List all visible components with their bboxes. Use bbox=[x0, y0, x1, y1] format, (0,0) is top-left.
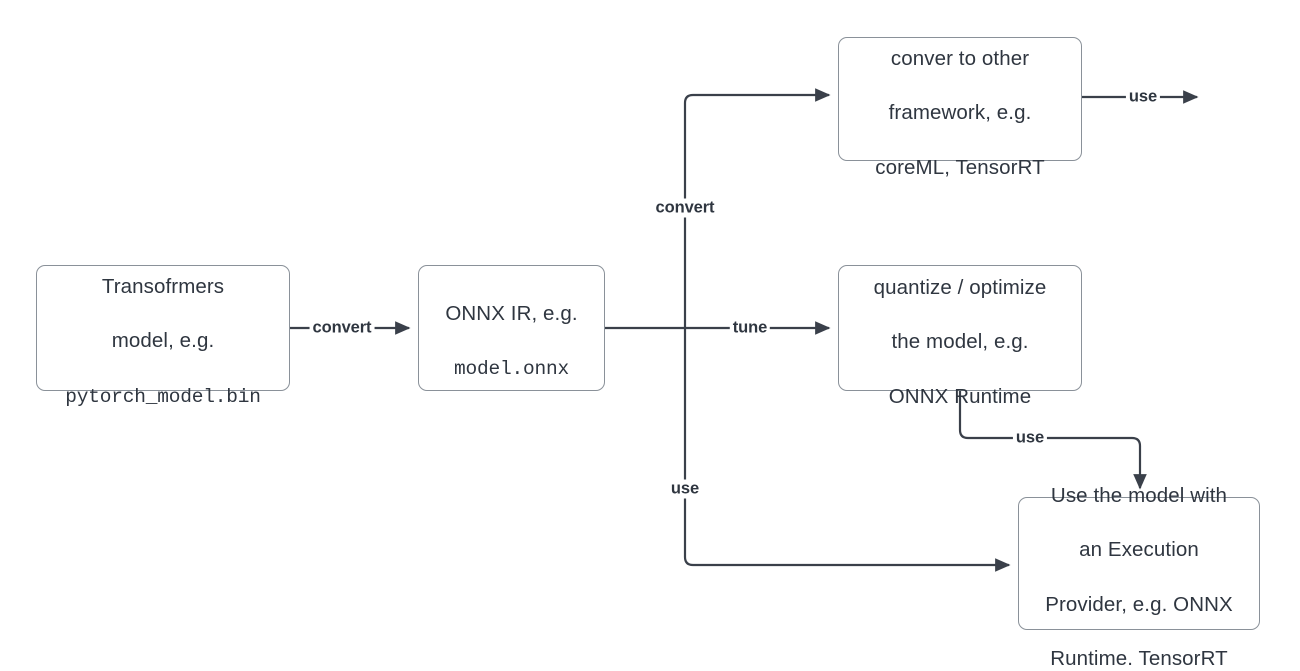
transformers-model-text: Transofrmers bbox=[101, 274, 225, 298]
provider-text-3: Provider, e.g. ONNX bbox=[1045, 592, 1233, 616]
onnx-ir-file: model.onnx bbox=[453, 358, 570, 381]
edge-path-use-branch bbox=[683, 328, 1011, 572]
transformers-model-node[interactable]: Transofrmers model, e.g. pytorch_model.b… bbox=[36, 265, 290, 408]
edge-label-use-trunk: use bbox=[667, 479, 703, 499]
quantize-text-3: ONNX Runtime bbox=[888, 384, 1032, 408]
convert-framework-text-1: conver to other bbox=[890, 46, 1030, 70]
transformers-model-file: pytorch_model.bin bbox=[65, 385, 261, 408]
onnx-ir-text: ONNX IR, e.g. bbox=[445, 301, 578, 325]
edge-label-convert-1: convert bbox=[309, 318, 375, 338]
provider-text-4: Runtime. TensorRT bbox=[1050, 647, 1228, 671]
edge-label-use-framework: use bbox=[1125, 87, 1161, 107]
edge-label-convert-2: convert bbox=[652, 198, 718, 218]
quantize-optimize-node[interactable]: quantize / optimize the model, e.g. ONNX… bbox=[838, 265, 1082, 408]
transformers-model-text-2: model, e.g. bbox=[111, 329, 215, 353]
edge-label-use-quantize: use bbox=[1012, 428, 1048, 448]
edge-label-tune: tune bbox=[729, 318, 771, 338]
convert-to-other-framework-node[interactable]: conver to other framework, e.g. coreML, … bbox=[838, 37, 1082, 179]
edge-path-quantize-to-provider bbox=[958, 391, 1147, 490]
quantize-text-1: quantize / optimize bbox=[873, 275, 1047, 299]
convert-framework-text-3: coreML, TensorRT bbox=[875, 155, 1045, 179]
onnx-ir-node[interactable]: ONNX IR, e.g. model.onnx bbox=[418, 265, 605, 391]
use-model-execution-provider-node[interactable]: Use the model with an Execution Provider… bbox=[1018, 484, 1260, 670]
quantize-text-2: the model, e.g. bbox=[891, 330, 1029, 353]
provider-text-2: an Execution bbox=[1079, 538, 1199, 562]
provider-text-1: Use the model with bbox=[1050, 483, 1228, 507]
edge-path-convert-branch bbox=[683, 88, 831, 328]
convert-framework-text-2: framework, e.g. bbox=[888, 101, 1032, 124]
